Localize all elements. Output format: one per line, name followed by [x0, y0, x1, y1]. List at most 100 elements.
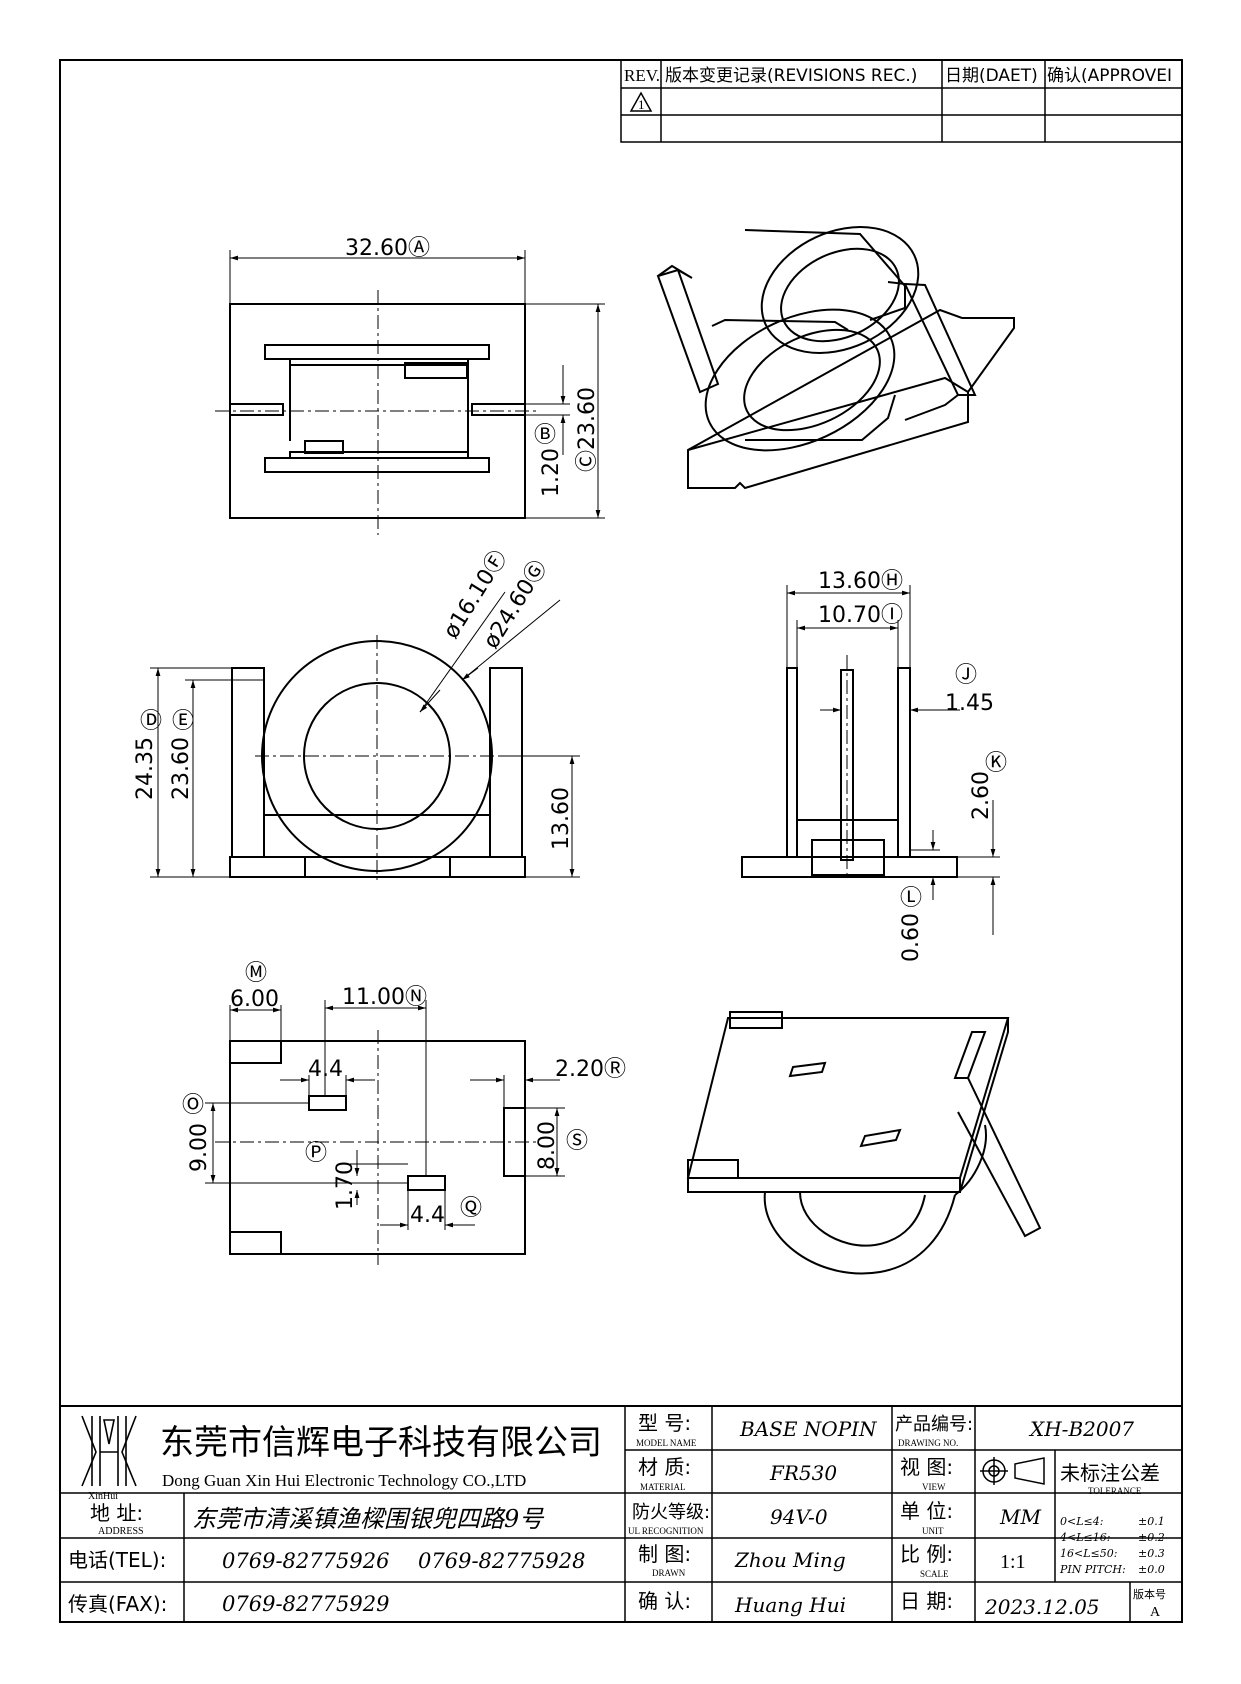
rev-number: 1 — [638, 97, 645, 112]
fax-value: 0769-82775929 — [222, 1592, 389, 1616]
dim-k-mark: Ⓚ — [985, 751, 1007, 776]
dim-q-mark: Ⓠ — [460, 1196, 482, 1221]
tolerance-value: ±0.0 — [1138, 1563, 1165, 1576]
tolerance-value: ±0.1 — [1138, 1515, 1165, 1528]
model-label-en: MODEL NAME — [636, 1438, 697, 1448]
rev-approve-header: 确认(APPROVEI — [1047, 66, 1172, 86]
dim-o-value: 9.00 — [187, 1123, 212, 1172]
dim-s-value: 8.00 — [535, 1121, 560, 1170]
unit-label: 单 位: — [900, 1499, 953, 1523]
dim-d-value: 24.35 — [133, 737, 158, 800]
iso-view-top — [656, 226, 1015, 490]
confirm-label: 确 认: — [638, 1589, 691, 1613]
bottom-view-dims — [205, 1000, 565, 1230]
top-view-dims — [229, 250, 605, 519]
drawing-no-label: 产品编号: — [895, 1414, 973, 1435]
bottom-view — [215, 1030, 540, 1265]
drawing-no-value: XH-B2007 — [1028, 1417, 1134, 1441]
material-value: FR530 — [769, 1461, 837, 1485]
dim-13-60-front: 13.60 — [549, 787, 574, 850]
version-value: A — [1150, 1605, 1161, 1620]
view-label-en: VIEW — [922, 1482, 946, 1492]
tolerance-range: 4<L≤16: — [1059, 1531, 1110, 1544]
date-value: 2023.12.05 — [984, 1595, 1100, 1619]
logo-text: XinHui — [88, 1491, 118, 1502]
dim-j-value: 1.45 — [945, 691, 994, 716]
material-label: 材 质: — [638, 1455, 691, 1479]
rev-date-header: 日期(DAET) — [945, 66, 1038, 86]
unit-value: MM — [999, 1505, 1041, 1529]
rev-record-header: 版本变更记录(REVISIONS REC.) — [665, 66, 917, 86]
tolerance-range: PIN PITCH: — [1059, 1563, 1126, 1576]
scale-label: 比 例: — [900, 1542, 953, 1566]
dim-a: 32.60Ⓐ — [345, 236, 430, 261]
tolerance-label: 未标注公差 — [1060, 1461, 1160, 1485]
tolerance-range: 16<L≤50: — [1060, 1547, 1117, 1560]
rev-triangle-icon: 1 — [629, 91, 653, 112]
company-logo — [81, 1415, 137, 1487]
dim-i: 10.70Ⓘ — [818, 603, 903, 628]
dim-b-mark: Ⓑ — [534, 423, 556, 448]
dim-e-mark: Ⓔ — [172, 709, 194, 734]
ul-value: 94V-0 — [770, 1505, 828, 1529]
iso-view-bottom — [686, 1011, 1042, 1275]
dim-4-4-bottom: 4.4 — [410, 1203, 445, 1228]
model-label: 型 号: — [638, 1411, 691, 1435]
top-view — [215, 290, 540, 535]
sheet-border — [59, 59, 1183, 1623]
dim-m-value: 6.00 — [230, 987, 279, 1012]
model-value: BASE NOPIN — [739, 1417, 878, 1441]
material-label-en: MATERIAL — [640, 1482, 686, 1492]
dim-b-value: 1.20 — [539, 448, 564, 497]
dim-s-mark: Ⓢ — [566, 1129, 588, 1154]
dim-p-mark: Ⓟ — [305, 1141, 327, 1166]
dim-n: 11.00Ⓝ — [342, 985, 427, 1010]
tolerance-value: ±0.2 — [1138, 1531, 1165, 1544]
tel-value-2: 0769-82775928 — [418, 1549, 585, 1573]
dim-4-4-top: 4.4 — [308, 1057, 343, 1082]
dim-r: 2.20Ⓡ — [555, 1057, 626, 1082]
drawn-label: 制 图: — [638, 1542, 691, 1566]
ul-label: 防火等级: — [632, 1502, 710, 1523]
tolerance-range: 0<L≤4: — [1060, 1515, 1103, 1528]
revision-table — [620, 59, 1183, 143]
scale-value: 1:1 — [1000, 1551, 1026, 1573]
ul-label-en: UL RECOGNITION — [628, 1526, 704, 1536]
unit-label-en: UNIT — [922, 1526, 944, 1536]
dim-d-mark: Ⓓ — [140, 709, 162, 734]
rev-header: REV. — [624, 66, 660, 85]
dim-e-value: 23.60 — [169, 737, 194, 800]
dim-j-mark: Ⓙ — [955, 663, 977, 688]
dim-l-mark: Ⓛ — [900, 886, 922, 911]
side-view — [741, 655, 958, 880]
tolerance-table: 0<L≤4: ±0.1 4<L≤16: ±0.2 16<L≤50: ±0.3 P… — [1059, 1515, 1165, 1576]
fax-label: 传真(FAX): — [68, 1592, 167, 1616]
tolerance-value: ±0.3 — [1138, 1547, 1165, 1560]
scale-label-en: SCALE — [920, 1569, 949, 1579]
confirm-value: Huang Hui — [734, 1593, 846, 1617]
date-label: 日 期: — [900, 1589, 953, 1613]
view-label: 视 图: — [900, 1455, 953, 1479]
tolerance-label-en: TOLERANCE — [1088, 1486, 1142, 1496]
drawing-no-label-en: DRAWING NO. — [898, 1438, 958, 1448]
company-name-en: Dong Guan Xin Hui Electronic Technology … — [162, 1471, 526, 1490]
company-name-cn: 东莞市信辉电子科技有限公司 — [160, 1423, 602, 1463]
dim-o-mark: Ⓞ — [182, 1093, 204, 1118]
drawn-value: Zhou Ming — [734, 1548, 846, 1572]
tel-label: 电话(TEL): — [68, 1548, 166, 1572]
dim-c: Ⓒ23.60 — [575, 387, 600, 472]
tel-value-1: 0769-82775926 — [222, 1549, 389, 1573]
title-block-grid — [60, 1405, 1182, 1622]
side-view-dims — [786, 585, 1000, 935]
address-label-en: ADDRESS — [98, 1526, 144, 1537]
address-value: 东莞市清溪镇渔樑围银兜四路9号 — [192, 1505, 545, 1533]
version-label: 版本号 — [1133, 1587, 1166, 1601]
dim-l-value: 0.60 — [899, 913, 924, 962]
drawn-label-en: DRAWN — [652, 1568, 686, 1578]
address-label: 地 址: — [90, 1501, 143, 1525]
dim-k-value: 2.60 — [969, 771, 994, 820]
dim-m-mark: Ⓜ — [245, 961, 267, 986]
front-view-dims — [150, 591, 580, 878]
projection-symbol-icon — [980, 1457, 1045, 1485]
